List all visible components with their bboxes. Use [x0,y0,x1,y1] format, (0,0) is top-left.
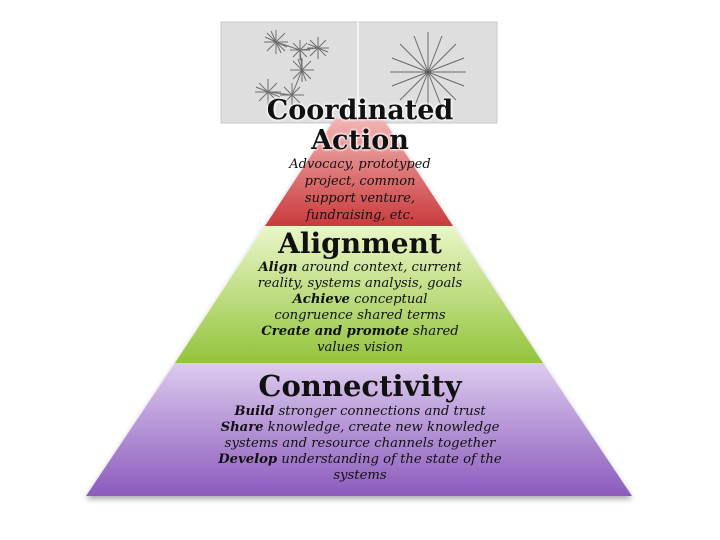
tier-line: Build stronger connections and trust [234,404,486,419]
tier-title: Connectivity [258,369,462,403]
pyramid-bottom-tier [86,363,632,496]
tier-line: values vision [317,340,403,355]
tier-line: Advocacy, prototyped [289,157,431,172]
tier-line: Create and promote shared [261,324,459,339]
tier-line: Develop understanding of the state of th… [218,452,502,467]
hub-and-spoke-icon [390,32,466,112]
tier-line: Share knowledge, create new knowledge [220,420,500,435]
alignment-tier: Alignment Align around context, current … [0,228,720,356]
tier-line: congruence shared terms [274,308,446,323]
pyramid-top-tier [265,119,453,226]
tier-title: Coordinated [266,95,454,126]
tier-line: project, common [304,174,416,189]
tier-line: fundraising, etc. [305,208,415,223]
connectivity-tier: Connectivity Build stronger connections … [0,369,720,484]
tier-title: Alignment [278,227,442,260]
tier-line: systems [333,468,387,483]
tier-line: Achieve conceptual [292,292,428,307]
pyramid-middle-tier [175,226,543,363]
tier-line: Align around context, current [258,260,462,275]
coordinated-action-tier: Coordinated Action Advocacy, prototyped … [0,96,720,224]
tier-line: reality, systems analysis, goals [257,276,463,291]
network-illustration [220,21,498,124]
network-cluster-icon [255,30,329,107]
tier-line: systems and resource channels together [224,436,496,451]
tier-line: support venture, [304,191,416,206]
tier-title: Action [311,125,409,156]
